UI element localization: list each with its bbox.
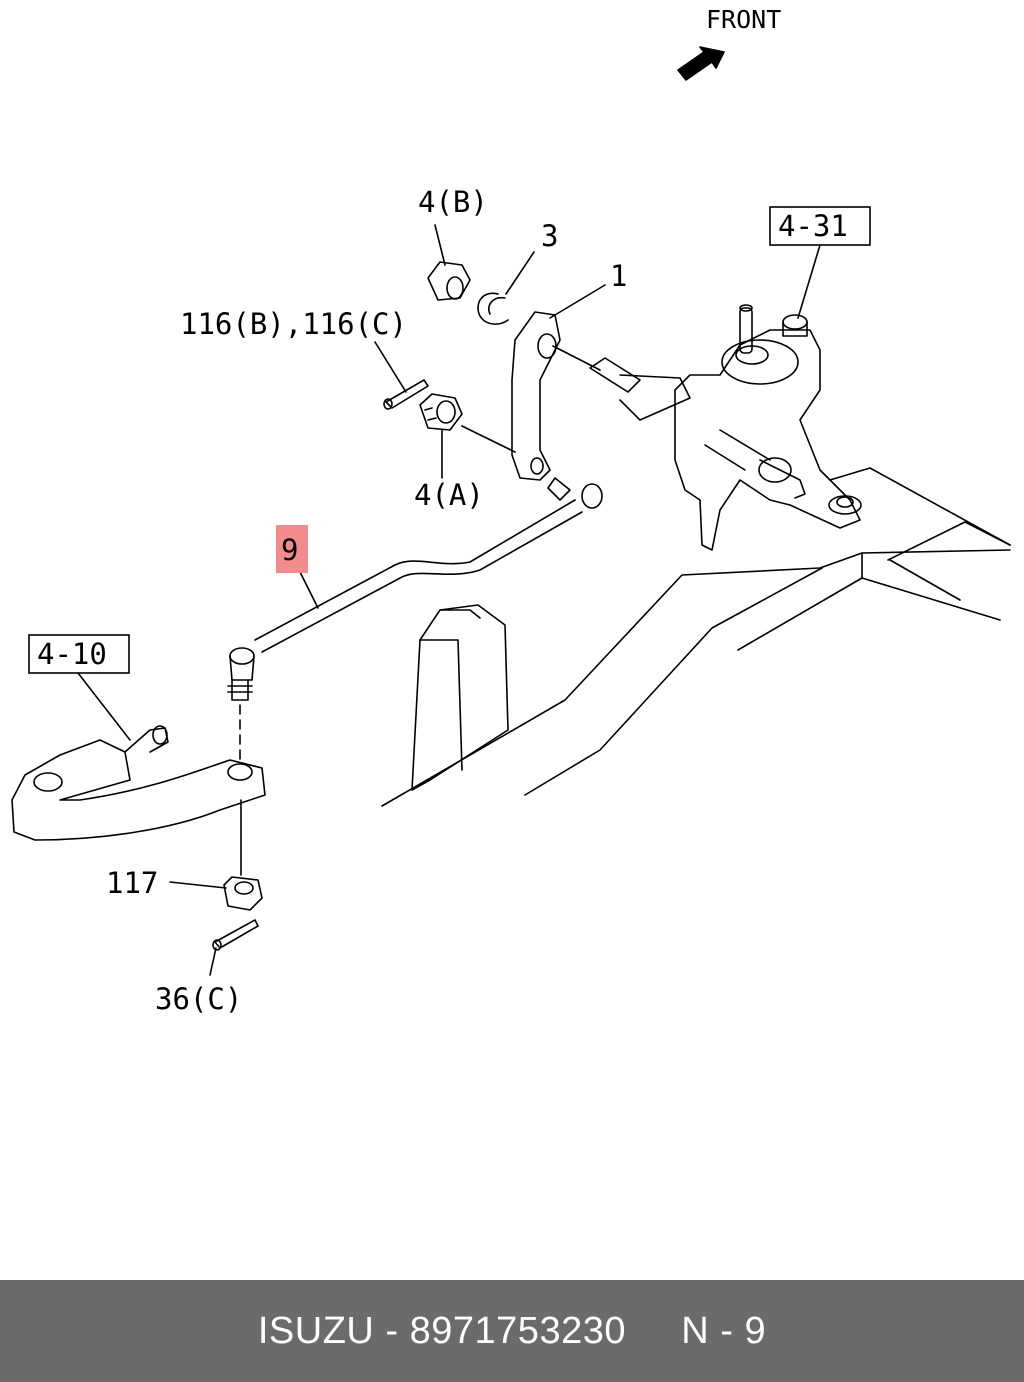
callout-1: 1 bbox=[610, 259, 627, 293]
callout-4-10: 4-10 bbox=[37, 637, 107, 671]
snap-ring-3 bbox=[477, 292, 509, 325]
brand-name: ISUZU bbox=[257, 1309, 375, 1352]
cotter-pin-116 bbox=[383, 379, 429, 410]
front-label: FRONT bbox=[706, 5, 781, 34]
pitman-arm bbox=[511, 311, 601, 481]
leader-lines bbox=[77, 224, 821, 976]
part-info-text: ISUZU - 8971753230 N - 9 bbox=[258, 1310, 766, 1353]
steering-gear-box bbox=[589, 304, 862, 551]
front-arrow-icon bbox=[677, 46, 725, 81]
cotter-pin-36c bbox=[212, 919, 259, 951]
diagram-reference: N - 9 bbox=[681, 1309, 767, 1352]
brand-separator: - bbox=[374, 1309, 410, 1352]
callout-4b: 4(B) bbox=[418, 185, 488, 219]
callout-36c: 36(C) bbox=[155, 982, 242, 1016]
chassis-frame bbox=[381, 467, 1011, 807]
callout-9: 9 bbox=[281, 533, 298, 567]
part-number: 8971753230 bbox=[409, 1309, 626, 1352]
washer-4b bbox=[427, 261, 471, 301]
callout-box-4-10 bbox=[28, 634, 130, 674]
callout-117: 117 bbox=[106, 866, 158, 900]
nut-117 bbox=[223, 876, 263, 911]
callout-4-31: 4-31 bbox=[778, 209, 848, 243]
knuckle-arm bbox=[11, 725, 266, 841]
drag-link-rod bbox=[227, 477, 603, 701]
castle-nut-4a bbox=[419, 393, 463, 431]
callout-116: 116(B),116(C) bbox=[180, 307, 407, 341]
steering-linkage-diagram: FRONT 4(B) 3 1 4-31 116(B),116(C) 4(A) 9… bbox=[11, 5, 1011, 1016]
callout-4a: 4(A) bbox=[414, 478, 484, 512]
part-info-footer: ISUZU - 8971753230 N - 9 bbox=[0, 1280, 1024, 1382]
callout-box-4-31 bbox=[769, 206, 871, 246]
callout-highlight-9 bbox=[276, 525, 308, 573]
callout-3: 3 bbox=[541, 219, 558, 253]
